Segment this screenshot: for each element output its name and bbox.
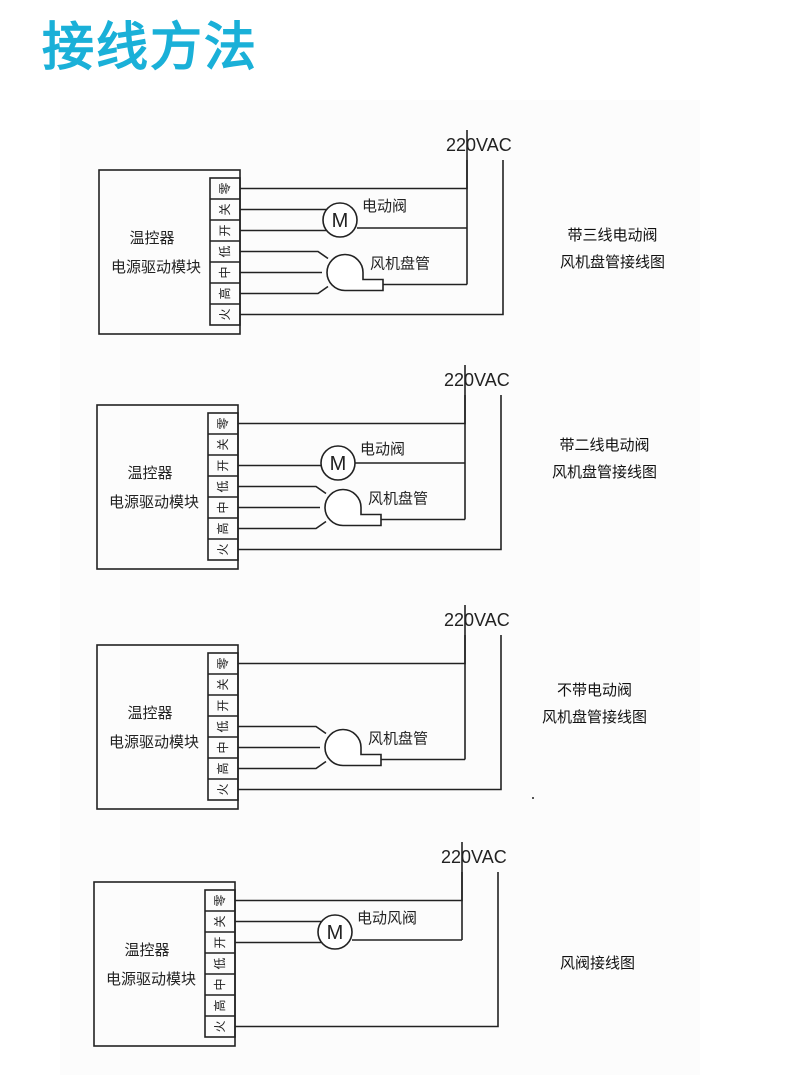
terminal-label: 低 <box>218 245 232 257</box>
module-label-line2: 电源驱动模块 <box>109 493 199 511</box>
fan-low-wire <box>238 485 327 495</box>
diagram-caption: 带三线电动阀风机盘管接线图 <box>560 222 665 276</box>
diagram-caption: 风阀接线图 <box>560 950 635 977</box>
valve-motor-icon <box>317 914 353 950</box>
module-label-line2: 电源驱动模块 <box>111 258 201 276</box>
module-label-line1: 温控器 <box>127 704 172 722</box>
terminal-label: 关 <box>216 678 230 690</box>
live-wire <box>235 872 499 1028</box>
terminal-label: 中 <box>215 501 230 513</box>
supply-voltage-label: 220VAC <box>446 135 512 155</box>
caption-line: 风机盘管接线图 <box>552 463 658 481</box>
fan-coil-icon <box>324 728 382 767</box>
supply-voltage-label: 220VAC <box>441 847 507 867</box>
fan-coil-label: 风机盘管 <box>368 730 428 748</box>
live-wire <box>238 395 502 551</box>
terminal-label: 关 <box>218 203 232 215</box>
terminal-label: 开 <box>213 936 227 948</box>
valve-motor-icon <box>322 202 358 238</box>
neutral-wire <box>240 160 468 190</box>
caption-line: 风阀接线图 <box>560 954 636 972</box>
fan-coil-icon <box>324 488 382 527</box>
diagram-caption: 不带电动阀风机盘管接线图 <box>542 677 647 731</box>
terminal-label: 高 <box>212 999 227 1011</box>
terminal-label: 火 <box>218 308 232 320</box>
module-label-line2: 电源驱动模块 <box>106 970 196 988</box>
terminal-label: 高 <box>215 762 230 774</box>
motor-symbol: M <box>332 210 349 232</box>
diagram-caption: 带二线电动阀风机盘管接线图 <box>552 432 657 486</box>
page-background <box>60 100 700 1075</box>
terminal-label: 低 <box>216 720 230 732</box>
scan-artifact <box>532 797 534 799</box>
terminal-strip <box>204 889 236 1038</box>
terminal-label: 火 <box>213 1020 227 1032</box>
fan-high-wire <box>238 520 327 530</box>
terminal-label: 高 <box>215 522 230 534</box>
fan-low-wire <box>238 725 327 735</box>
fan-coil-label: 风机盘管 <box>368 490 428 508</box>
terminal-label: 火 <box>216 543 230 555</box>
fan-high-wire <box>238 760 327 770</box>
caption-line: 风机盘管接线图 <box>560 253 666 271</box>
module-label-line1: 温控器 <box>129 229 174 247</box>
live-wire <box>240 160 504 316</box>
supply-voltage-label: 220VAC <box>444 610 510 630</box>
live-wire <box>238 635 502 791</box>
terminal-label: 火 <box>216 783 230 795</box>
fan-coil-label: 风机盘管 <box>370 255 430 273</box>
terminal-label: 开 <box>218 224 232 236</box>
valve-label: 电动风阀 <box>357 909 417 927</box>
terminal-label: 中 <box>215 741 230 753</box>
terminal-label: 零 <box>218 182 232 194</box>
motor-symbol: M <box>330 453 347 475</box>
valve-label: 电动阀 <box>360 440 405 458</box>
motor-symbol: M <box>327 922 344 944</box>
caption-line: 不带电动阀 <box>557 681 633 699</box>
neutral-wire <box>238 395 466 425</box>
module-label-line2: 电源驱动模块 <box>109 733 199 751</box>
page-title: 接线方法 <box>42 18 259 78</box>
terminal-label: 关 <box>213 915 227 927</box>
module-label-line1: 温控器 <box>124 941 169 959</box>
terminal-label: 中 <box>212 978 227 990</box>
neutral-wire <box>235 872 463 902</box>
terminal-label: 低 <box>216 480 230 492</box>
fan-high-wire <box>240 285 329 295</box>
caption-line: 带二线电动阀 <box>559 436 650 454</box>
fan-coil-icon <box>326 253 384 292</box>
fan-low-wire <box>240 250 329 260</box>
terminal-label: 中 <box>217 266 232 278</box>
caption-line: 风机盘管接线图 <box>542 708 648 726</box>
caption-line: 带三线电动阀 <box>567 226 658 244</box>
terminal-label: 关 <box>216 438 230 450</box>
terminal-label: 开 <box>216 459 230 471</box>
terminal-label: 零 <box>216 657 230 669</box>
terminal-label: 零 <box>216 417 230 429</box>
terminal-label: 低 <box>213 957 227 969</box>
supply-voltage-label: 220VAC <box>444 370 510 390</box>
neutral-wire <box>238 635 466 665</box>
valve-label: 电动阀 <box>362 197 407 215</box>
terminal-label: 零 <box>213 894 227 906</box>
module-label-line1: 温控器 <box>127 464 172 482</box>
terminal-label: 高 <box>217 287 232 299</box>
terminal-label: 开 <box>216 699 230 711</box>
